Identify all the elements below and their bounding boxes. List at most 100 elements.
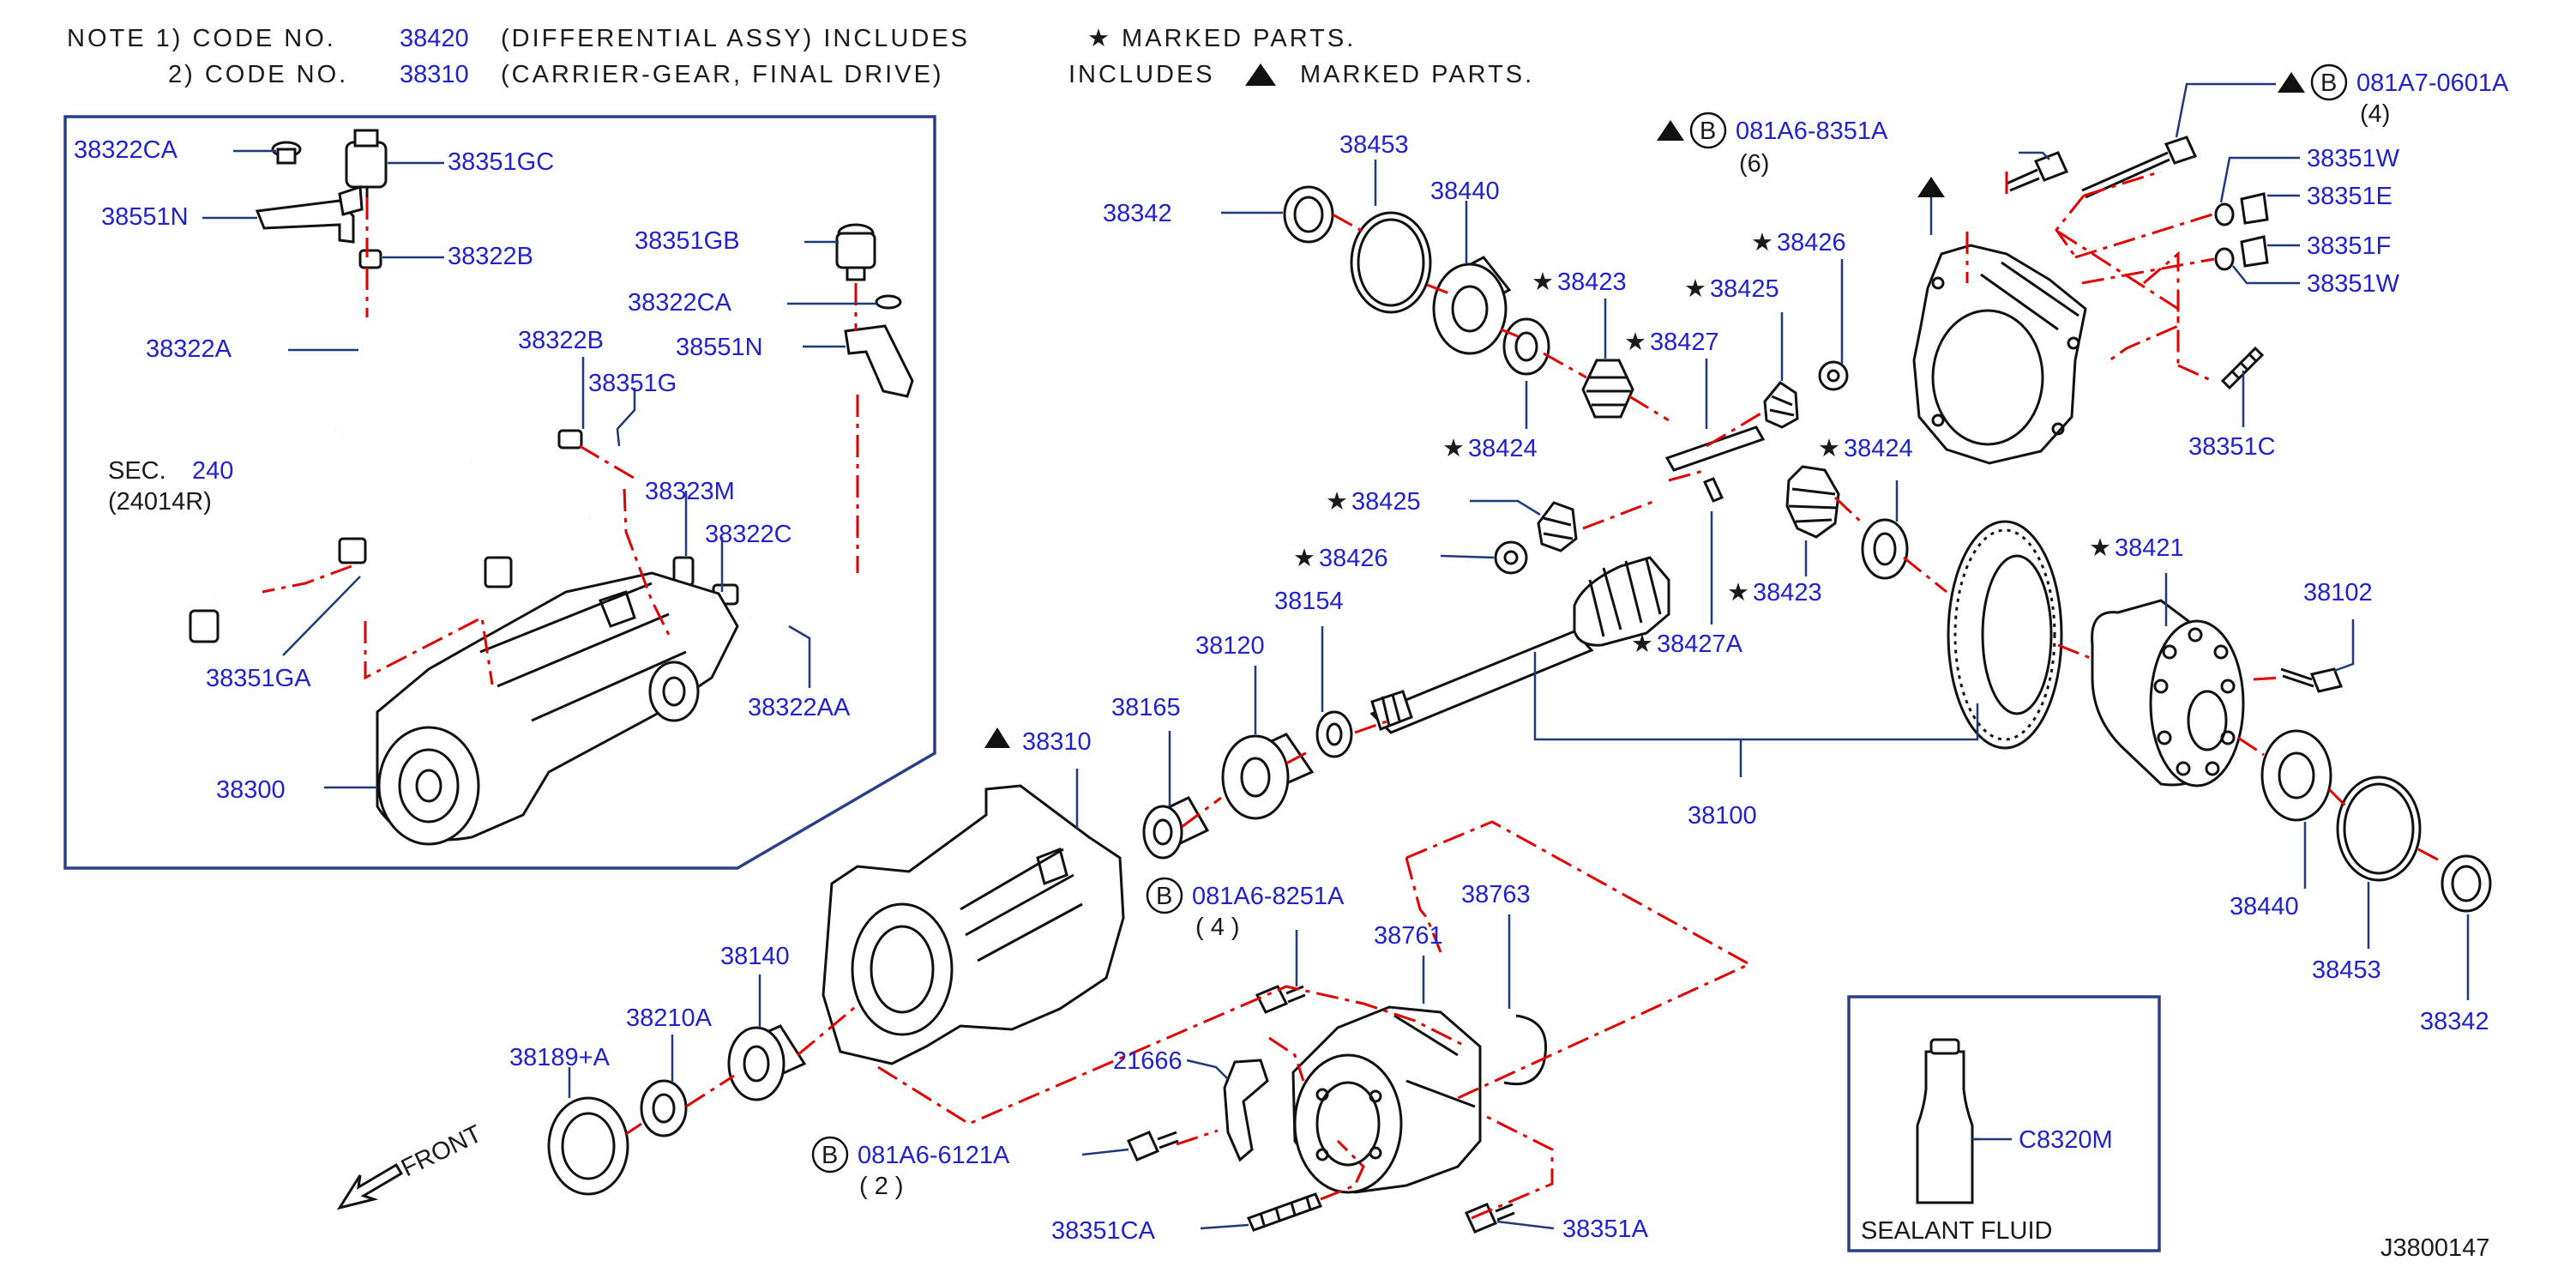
label-38342-bottom[interactable]: 38342 — [2420, 1008, 2489, 1035]
pinion-washer-lower-part[interactable] — [1494, 540, 1528, 575]
label-38551N-right[interactable]: 38551N — [676, 334, 763, 361]
side-bearing-bottom-part[interactable] — [2260, 729, 2332, 822]
label-38551N[interactable]: 38551N — [101, 203, 189, 231]
label-C8320M[interactable]: C8320M — [2019, 1126, 2113, 1154]
bracket-right-part[interactable] — [844, 324, 914, 398]
bolt-0601a-part[interactable] — [2081, 136, 2198, 199]
final-drive-assy-part[interactable] — [376, 571, 739, 846]
label-38120[interactable]: 38120 — [1195, 632, 1265, 660]
label-38426-lower[interactable]: 38426 — [1319, 545, 1388, 572]
label-38424-lower[interactable]: 38424 — [1844, 435, 1913, 462]
o-ring-bottom-part[interactable] — [2336, 775, 2422, 882]
label-38440-top[interactable]: 38440 — [1430, 178, 1500, 205]
o-ring-top-part[interactable] — [1350, 211, 1432, 314]
label-38322B-lower[interactable]: 38322B — [518, 327, 604, 354]
hose-clip-part[interactable] — [358, 249, 382, 269]
thrust-washer-lower-part[interactable] — [1861, 518, 1909, 580]
label-38189A[interactable]: 38189+A — [509, 1044, 611, 1071]
drive-pinion-part[interactable] — [1369, 556, 1670, 734]
label-38351GB[interactable]: 38351GB — [635, 227, 740, 255]
bolt-6121a-part[interactable] — [1126, 1131, 1179, 1161]
bolt-8251a-part[interactable] — [1255, 985, 1306, 1014]
label-38322CA[interactable]: 38322CA — [74, 136, 178, 164]
collapsible-spacer-part[interactable] — [1142, 796, 1210, 860]
label-38140[interactable]: 38140 — [720, 943, 790, 970]
damper-bracket-part[interactable] — [1223, 1059, 1269, 1162]
label-38351CA[interactable]: 38351CA — [1051, 1217, 1156, 1245]
note-line1-code[interactable]: 38420 — [400, 25, 469, 52]
label-38210A[interactable]: 38210A — [626, 1005, 713, 1032]
gear-carrier-part[interactable] — [822, 784, 1125, 1065]
differential-case-part[interactable] — [2091, 599, 2245, 787]
dynamic-damper-part[interactable] — [1291, 1005, 1482, 1194]
lock-pin-part[interactable] — [1702, 477, 1724, 503]
label-38427[interactable]: 38427 — [1650, 329, 1719, 356]
label-38165[interactable]: 38165 — [1111, 694, 1181, 721]
label-38423-top[interactable]: 38423 — [1557, 268, 1627, 296]
label-38322CA-right[interactable]: 38322CA — [628, 289, 732, 317]
label-38440-bottom[interactable]: 38440 — [2230, 893, 2299, 920]
label-38761[interactable]: 38761 — [1374, 922, 1443, 950]
label-081A6-6121A[interactable]: 081A6-6121A — [858, 1142, 1010, 1169]
label-081A6-8351A[interactable]: 081A6-8351A — [1736, 118, 1888, 145]
pinion-rear-bearing-part[interactable] — [1221, 733, 1315, 820]
label-21666[interactable]: 21666 — [1113, 1047, 1183, 1075]
snap-ring-part[interactable] — [1503, 1014, 1548, 1086]
side-gear-lower-part[interactable] — [1785, 465, 1840, 539]
ring-gear-part[interactable] — [1947, 520, 2063, 750]
stud-38351c-part[interactable] — [2220, 346, 2265, 390]
label-38342-top[interactable]: 38342 — [1103, 200, 1172, 227]
oil-seal-bottom-part[interactable] — [2441, 854, 2492, 913]
pinion-mate-shaft-part[interactable] — [1664, 425, 1766, 472]
pinion-spacer-part[interactable] — [640, 1079, 688, 1137]
label-38421[interactable]: 38421 — [2115, 534, 2184, 562]
pinion-front-bearing-part[interactable] — [727, 1024, 807, 1101]
label-081A6-8251A[interactable]: 081A6-8251A — [1192, 883, 1345, 910]
side-gear-top-part[interactable] — [1581, 359, 1634, 419]
hose-connector-part[interactable] — [345, 129, 388, 214]
label-38322B[interactable]: 38322B — [448, 243, 533, 270]
sealant-bottle-icon[interactable] — [1916, 1038, 1974, 1204]
ring-gear-bolt-part[interactable] — [2280, 667, 2344, 693]
label-38427A[interactable]: 38427A — [1657, 630, 1743, 658]
label-38322C[interactable]: 38322C — [705, 521, 792, 548]
label-38351C[interactable]: 38351C — [2188, 433, 2276, 461]
label-38351GA[interactable]: 38351GA — [206, 665, 311, 692]
label-38154[interactable]: 38154 — [1274, 588, 1344, 615]
hose-connector-right-part[interactable] — [835, 223, 876, 281]
label-38310[interactable]: 38310 — [1022, 728, 1092, 756]
label-38351GC[interactable]: 38351GC — [448, 148, 554, 176]
harness-connector-part[interactable] — [189, 609, 220, 643]
bolt-8351a-part[interactable] — [2006, 151, 2069, 192]
label-38425-top[interactable]: 38425 — [1710, 275, 1779, 303]
label-38351F[interactable]: 38351F — [2307, 232, 2391, 260]
label-38100[interactable]: 38100 — [1688, 802, 1757, 830]
label-38300[interactable]: 38300 — [216, 776, 286, 804]
label-38453-top[interactable]: 38453 — [1339, 131, 1409, 159]
label-38323M[interactable]: 38323M — [645, 478, 735, 505]
label-38351G[interactable]: 38351G — [588, 370, 677, 397]
label-38453-bottom[interactable]: 38453 — [2312, 956, 2381, 984]
pinion-oil-seal-part[interactable] — [547, 1096, 629, 1196]
filler-plug-part[interactable] — [2214, 192, 2269, 226]
label-38351A[interactable]: 38351A — [1562, 1216, 1649, 1243]
label-38763[interactable]: 38763 — [1461, 881, 1531, 908]
label-38351W-top[interactable]: 38351W — [2307, 145, 2400, 172]
bracket-part[interactable] — [255, 199, 355, 244]
label-38424-top[interactable]: 38424 — [1468, 435, 1538, 462]
label-38322A[interactable]: 38322A — [146, 335, 232, 363]
label-38425-lower[interactable]: 38425 — [1351, 488, 1421, 516]
drain-plug-part[interactable] — [2214, 235, 2269, 271]
pinion-mate-top-part[interactable] — [1763, 380, 1799, 429]
thrust-washer-top-part[interactable] — [1502, 317, 1550, 376]
oil-seal-top-part[interactable] — [1283, 185, 1334, 244]
label-38423-lower[interactable]: 38423 — [1753, 579, 1822, 606]
label-38426-top[interactable]: 38426 — [1777, 229, 1846, 256]
label-sec-number[interactable]: 240 — [192, 457, 233, 485]
label-38102[interactable]: 38102 — [2303, 579, 2373, 606]
pinion-mate-lower-part[interactable] — [1537, 501, 1578, 552]
note-line2-code[interactable]: 38310 — [400, 61, 469, 88]
label-081A7-0601A[interactable]: 081A7-0601A — [2356, 69, 2509, 97]
rear-cover-part[interactable] — [1912, 244, 2087, 465]
pinion-washer-part[interactable] — [1315, 710, 1353, 758]
